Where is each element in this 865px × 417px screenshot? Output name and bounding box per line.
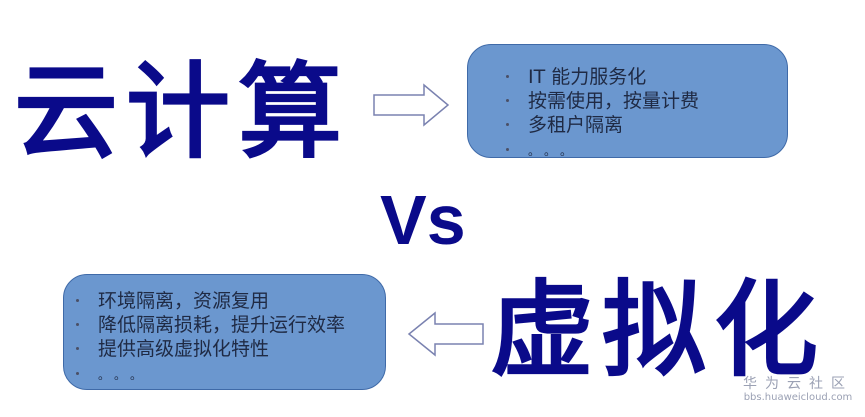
bullet-icon (76, 372, 79, 375)
list-item-ellipsis: 。。。 (76, 363, 345, 387)
bullet-icon (76, 323, 79, 326)
virtualization-features-box: 环境隔离，资源复用 降低隔离损耗，提升运行效率 提供高级虚拟化特性 。。。 (63, 274, 386, 390)
list-item: 多租户隔离 (506, 113, 699, 137)
list-item-ellipsis: 。。。 (506, 139, 699, 163)
watermark: 华为云社区 bbs.huaweicloud.com (743, 376, 853, 404)
bullet-icon (506, 75, 509, 78)
item-text: 提供高级虚拟化特性 (98, 338, 270, 360)
watermark-url: bbs.huaweicloud.com (743, 392, 853, 403)
list-item: 按需使用，按量计费 (506, 89, 699, 113)
bullet-icon (76, 299, 79, 302)
item-text: 多租户隔离 (528, 114, 624, 136)
arrow-right-icon (373, 83, 450, 127)
cloud-features-list: IT 能力服务化 按需使用，按量计费 多租户隔离 。。。 (506, 65, 699, 163)
list-item: 提供高级虚拟化特性 (76, 337, 345, 361)
item-text: 环境隔离，资源复用 (98, 290, 270, 312)
list-item: 降低隔离损耗，提升运行效率 (76, 313, 345, 337)
item-text: 降低隔离损耗，提升运行效率 (98, 314, 346, 336)
list-item: 环境隔离，资源复用 (76, 289, 345, 313)
bullet-icon (506, 99, 509, 102)
item-text: IT 能力服务化 (528, 66, 647, 88)
item-text: 。。。 (98, 368, 153, 382)
list-item: IT 能力服务化 (506, 65, 699, 89)
cloud-computing-title: 云计算 (14, 50, 351, 173)
bullet-icon (76, 347, 79, 350)
virtualization-title: 虚拟化 (490, 268, 827, 391)
virtualization-features-list: 环境隔离，资源复用 降低隔离损耗，提升运行效率 提供高级虚拟化特性 。。。 (76, 289, 345, 387)
watermark-name: 华为云社区 (743, 376, 853, 392)
item-text: 。。。 (528, 144, 583, 158)
bullet-icon (506, 123, 509, 126)
arrow-left-icon (407, 311, 484, 357)
cloud-features-box: IT 能力服务化 按需使用，按量计费 多租户隔离 。。。 (467, 44, 788, 158)
versus-label: Vs (380, 181, 466, 259)
item-text: 按需使用，按量计费 (528, 90, 700, 112)
bullet-icon (506, 148, 509, 151)
